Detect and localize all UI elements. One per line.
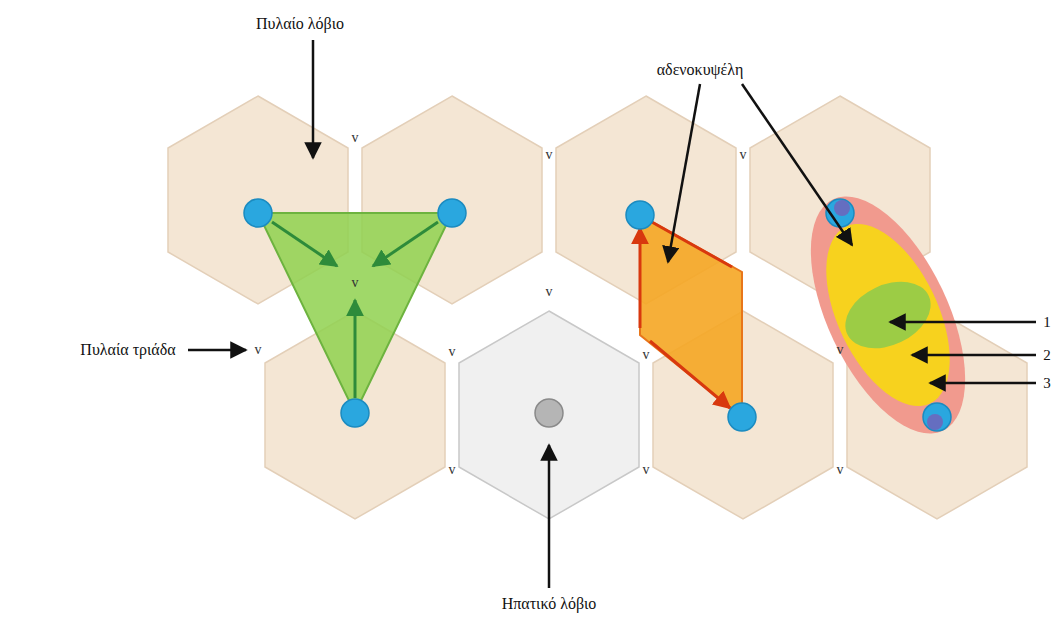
hexagon-grid [168,96,1027,519]
portal-triad [341,399,369,427]
acinus-zones [779,174,997,457]
leader-line [930,382,1036,385]
vessel-mark: v [837,462,844,477]
flow-arrow [354,300,357,398]
zone-3 [779,174,997,457]
leader-line [188,349,246,352]
acinus-rhombus [640,215,742,417]
flow-line [650,221,732,267]
triad-tint [927,414,943,430]
flow-arrow [272,222,337,266]
vessel-mark: v [255,342,262,357]
vessel-mark: v [740,147,747,162]
vessel-mark: v [449,462,456,477]
leader-lines [188,40,1036,588]
leader-line [312,40,315,158]
flow-arrow [639,228,642,328]
triad-tint [834,200,850,216]
flow-arrow [650,341,730,408]
vessel-mark: v [546,147,553,162]
part-name: Πυλαία τριάδα [80,341,175,359]
part-name: Ηπατικό λόβιο [502,595,597,613]
callout-number: 1 [1043,314,1051,331]
vessel-mark: v [352,275,359,290]
part-name: Πυλαίο λόβιο [256,15,344,33]
zone-1 [834,269,941,362]
vessel-mark: v [449,344,456,359]
leader-line [890,321,1036,324]
vessel-mark: v [643,462,650,477]
leader-line [668,84,700,262]
portal-lobule-triangle [258,213,452,413]
vessel-mark: v [352,130,359,145]
zone-2 [801,205,975,425]
leader-line [548,445,551,588]
part-name: αδενοκυψέλη [657,61,744,79]
leader-line [912,354,1036,357]
callout-number: 3 [1043,375,1051,392]
portal-triad [923,403,951,431]
vessel-mark: v [546,284,553,299]
vessel-mark: v [837,342,844,357]
portal-triad [438,199,466,227]
portal-triad [626,201,654,229]
portal-triad [728,403,756,431]
central-vein [535,399,563,427]
flow-arrow [373,222,438,266]
callout-number: 2 [1043,347,1051,364]
portal-triad [244,199,272,227]
vessel-mark: v [643,347,650,362]
leader-line [742,84,852,245]
